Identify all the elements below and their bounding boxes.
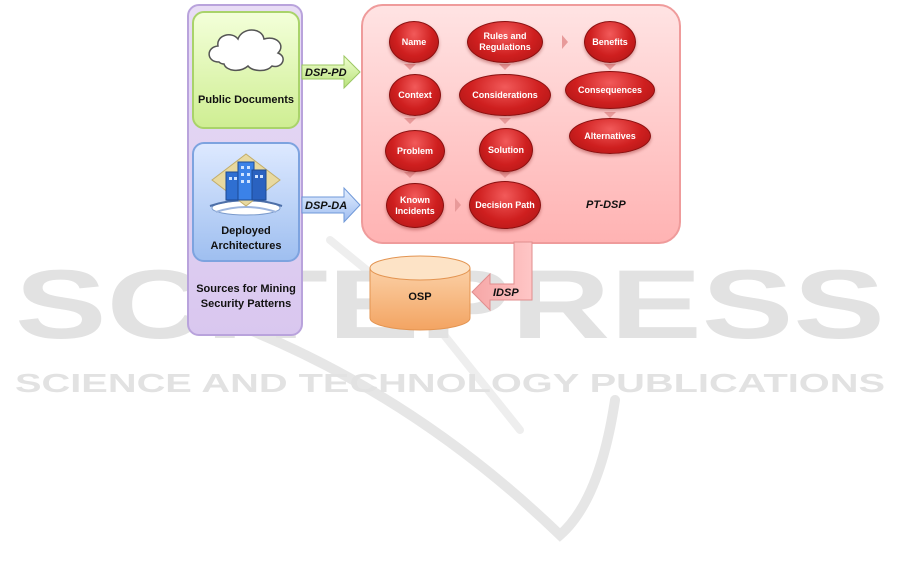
idsp-label: IDSP (493, 287, 519, 299)
osp-label: OSP (370, 290, 470, 305)
idsp-arrow (472, 242, 532, 310)
